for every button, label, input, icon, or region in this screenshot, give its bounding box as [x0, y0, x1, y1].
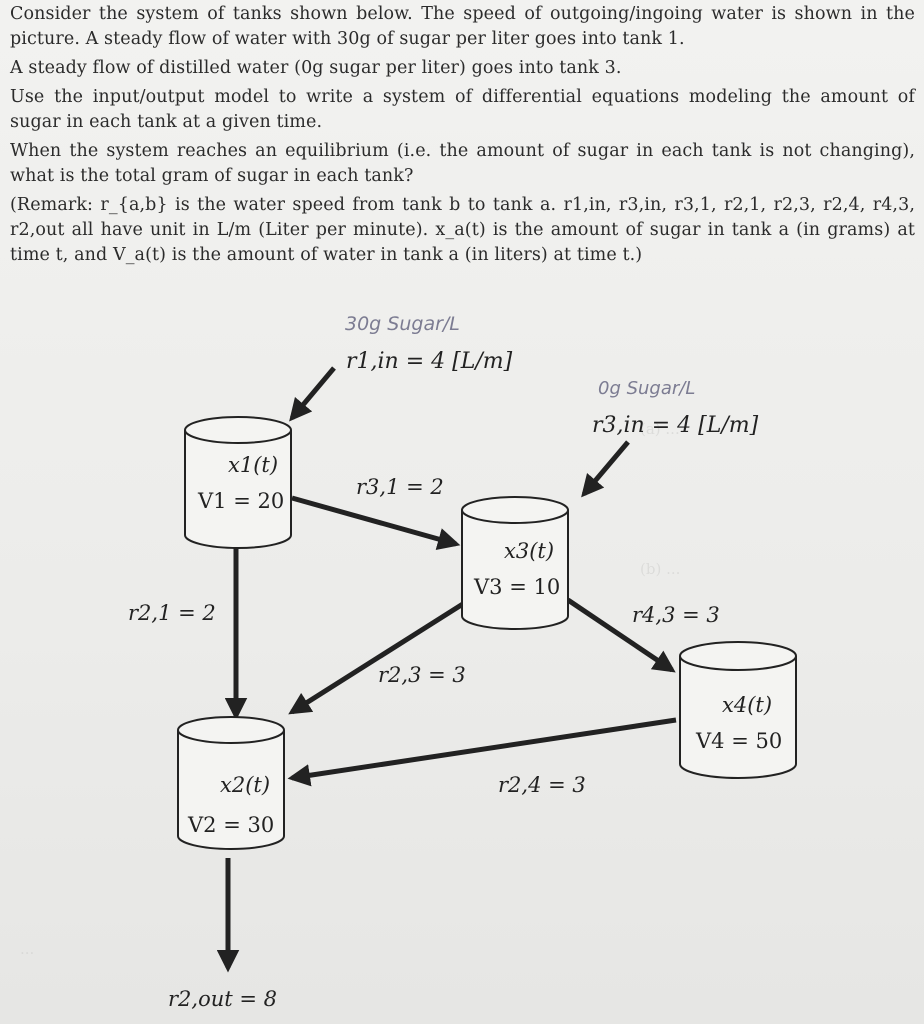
problem-remark: (Remark: r_{a,b} is the water speed from…: [10, 195, 915, 265]
problem-statement: Consider the system of tanks shown below…: [10, 2, 915, 268]
inflow-arrow-tank1: [289, 366, 336, 422]
flow-label-r23: r2,3 = 3: [378, 663, 466, 687]
bleed-through-text: (a) ...: [640, 420, 680, 438]
problem-paragraph-4: When the system reaches an equilibrium (…: [10, 141, 915, 186]
tank-3-amount: x3(t): [504, 539, 554, 563]
flow-arrow-r24: [287, 717, 677, 787]
tank-2: x2(t) V2 = 30: [177, 716, 285, 850]
problem-paragraph-2: A steady flow of distilled water (0g sug…: [10, 58, 622, 78]
inflow-label-tank1: r1,in = 4 [L/m]: [346, 349, 513, 374]
tank-2-amount: x2(t): [220, 773, 270, 797]
tank-2-volume: V2 = 30: [187, 813, 274, 837]
tank-4-amount: x4(t): [722, 693, 772, 717]
tank-1-volume: V1 = 20: [197, 489, 284, 513]
tank-3: x3(t) V3 = 10: [461, 496, 569, 630]
flow-label-r24: r2,4 = 3: [498, 773, 586, 797]
bleed-through-text: ...: [20, 940, 35, 958]
inflow-arrow-tank3: [581, 440, 630, 498]
handwritten-note-tank1: 30g Sugar/L: [345, 313, 460, 335]
tank-4: x4(t) V4 = 50: [679, 641, 797, 779]
tank-4-volume: V4 = 50: [695, 729, 782, 753]
flow-arrow-r23: [288, 599, 468, 715]
flow-label-r31: r3,1 = 2: [356, 475, 444, 499]
handwritten-note-tank3: 0g Sugar/L: [598, 378, 695, 399]
flow-label-r2out: r2,out = 8: [168, 987, 277, 1011]
flow-arrow-r31: [291, 495, 461, 550]
problem-paragraph-1: Consider the system of tanks shown below…: [10, 4, 915, 49]
inflow-label-tank3: r3,in = 4 [L/m]: [592, 413, 759, 438]
flow-arrow-r43: [566, 597, 676, 673]
bleed-through-text: (b) ...: [640, 560, 681, 578]
problem-paragraph-3: Use the input/output model to write a sy…: [10, 87, 915, 132]
flow-label-r21: r2,1 = 2: [128, 601, 216, 625]
flow-label-r43: r4,3 = 3: [632, 603, 720, 627]
tank-3-volume: V3 = 10: [473, 575, 560, 599]
tank-1-amount: x1(t): [228, 453, 278, 477]
tank-1: x1(t) V1 = 20: [184, 416, 292, 549]
